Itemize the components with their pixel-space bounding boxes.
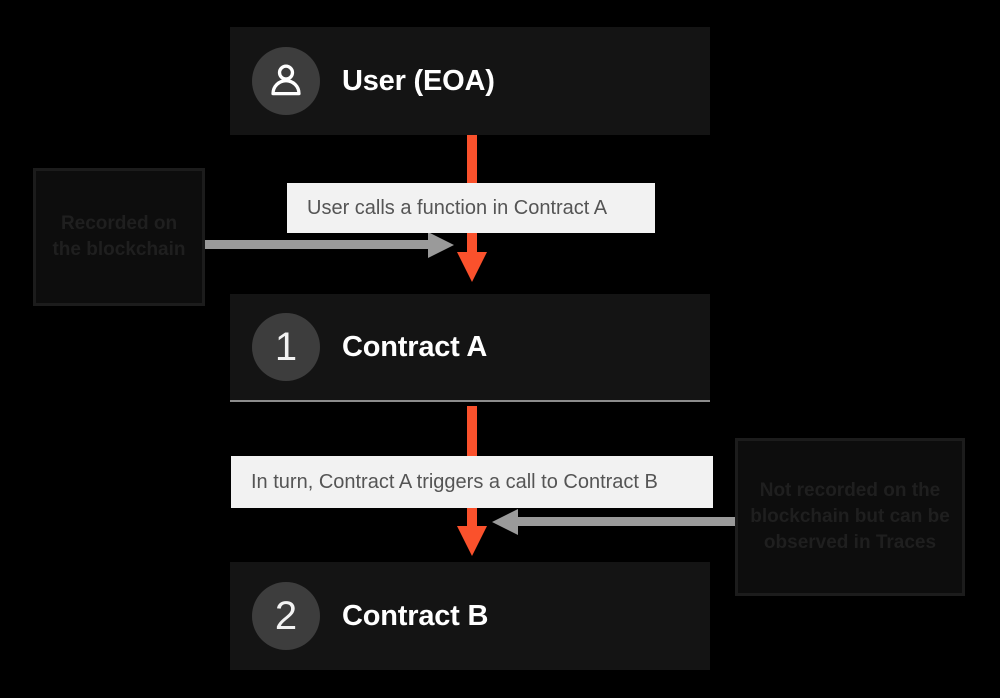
connector-callout-left-to-flow [200, 228, 460, 264]
node-contract-a-label: Contract A [342, 330, 488, 363]
step-number-badge-2: 2 [252, 582, 320, 650]
node-user-label: User (EOA) [342, 64, 495, 97]
step-number-2: 2 [274, 594, 298, 638]
callout-not-recorded-traces-text: Not recorded on the blockchain but can b… [750, 479, 950, 554]
person-icon [252, 47, 320, 115]
step-number-badge-1: 1 [252, 313, 320, 381]
caption-contract-a-triggers-contract-b-text: In turn, Contract A triggers a call to C… [251, 470, 658, 493]
node-contract-b[interactable]: 2 Contract B [230, 562, 710, 670]
caption-user-calls-contract-a-text: User calls a function in Contract A [307, 196, 608, 219]
callout-recorded-on-blockchain: Recorded on the blockchain [33, 168, 205, 306]
node-contract-a[interactable]: 1 Contract A [230, 294, 710, 402]
node-user[interactable]: User (EOA) [230, 27, 710, 135]
caption-contract-a-triggers-contract-b: In turn, Contract A triggers a call to C… [231, 456, 713, 508]
callout-not-recorded-traces: Not recorded on the blockchain but can b… [735, 438, 965, 596]
node-contract-b-label: Contract B [342, 599, 489, 632]
caption-user-calls-contract-a: User calls a function in Contract A [287, 183, 655, 233]
callout-recorded-on-blockchain-text: Recorded on the blockchain [52, 212, 186, 260]
connector-callout-right-to-flow [486, 505, 746, 541]
step-number-1: 1 [274, 325, 298, 369]
